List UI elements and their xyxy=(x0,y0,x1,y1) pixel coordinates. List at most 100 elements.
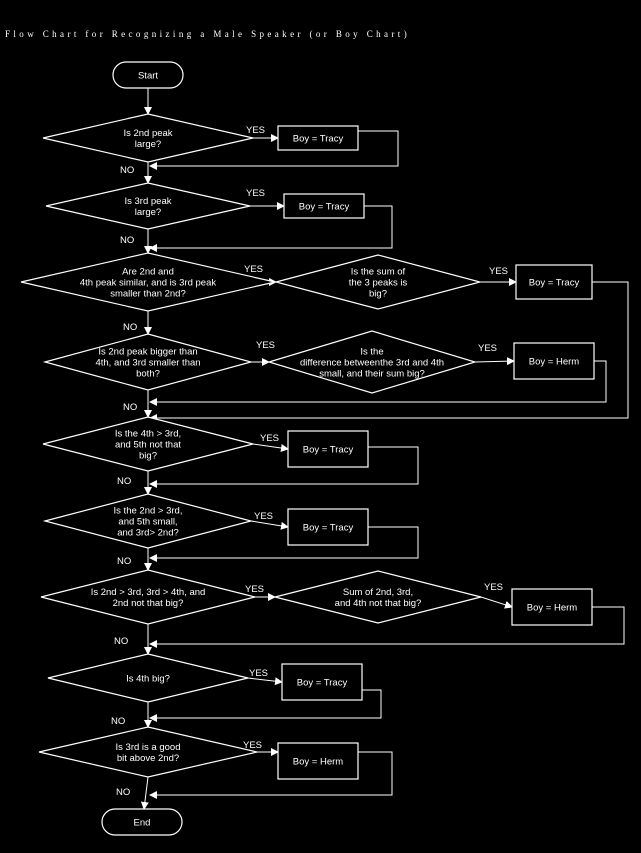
decision-text: Is 3rd peak xyxy=(125,196,172,207)
decision-text: Is the sum of xyxy=(351,267,406,278)
connector xyxy=(149,130,399,170)
yes-label: YES xyxy=(256,340,275,351)
decision-text: and 5th not that xyxy=(115,440,181,451)
result-r1: Boy = Tracy xyxy=(277,125,359,151)
connector-lines xyxy=(140,88,629,810)
decision-text: Is the 2nd > 3rd, xyxy=(114,506,183,517)
decision-text: 4th, and 3rd smaller than xyxy=(95,358,200,369)
no-label: NO xyxy=(116,787,130,798)
no-label: NO xyxy=(111,716,125,727)
connector xyxy=(252,443,289,452)
connector xyxy=(250,520,289,530)
decision-d8: Is 4th big? xyxy=(47,653,249,703)
result-text: Boy = Tracy xyxy=(303,445,354,456)
decision-text: and 3rd> 2nd? xyxy=(117,528,179,539)
no-label: NO xyxy=(120,235,134,246)
result-r4: Boy = Herm xyxy=(513,342,595,380)
decision-diamond xyxy=(38,726,258,778)
no-label: NO xyxy=(114,636,128,647)
decision-text: large? xyxy=(135,207,161,218)
decision-text: Is 2nd peak bigger than xyxy=(98,347,197,358)
result-box xyxy=(277,125,359,151)
terminal-text: End xyxy=(134,818,151,829)
decision-text: large? xyxy=(135,139,161,150)
decision-text: Is 2nd peak xyxy=(123,128,172,139)
yes-label: YES xyxy=(246,125,265,136)
result-box xyxy=(513,342,595,380)
decision-text: 2nd not that big? xyxy=(113,598,184,609)
result-r2: Boy = Tracy xyxy=(283,193,365,219)
result-r6: Boy = Tracy xyxy=(287,508,369,546)
connector xyxy=(149,205,393,252)
decision-text: both? xyxy=(136,369,160,380)
decision-text: and 5th small, xyxy=(118,517,177,528)
result-text: Boy = Herm xyxy=(527,603,578,614)
terminal-shape xyxy=(101,808,183,836)
decision-diamond xyxy=(42,113,254,163)
result-r7: Boy = Herm xyxy=(511,588,593,626)
result-text: Boy = Herm xyxy=(293,757,344,768)
chart-title: Flow Chart for Recognizing a Male Speake… xyxy=(5,29,411,39)
decision-text: Is the xyxy=(360,347,383,358)
decision-diamond xyxy=(273,254,483,310)
decision-text: smaller than 2nd? xyxy=(110,289,186,300)
result-box xyxy=(281,663,363,701)
result-r3: Boy = Tracy xyxy=(515,264,593,300)
connector xyxy=(140,776,149,810)
result-r8: Boy = Tracy xyxy=(281,663,363,701)
no-label: NO xyxy=(120,165,134,176)
connector xyxy=(149,360,607,406)
connector xyxy=(474,357,515,366)
decision-text: big? xyxy=(139,451,157,462)
yes-label: YES xyxy=(246,188,265,199)
decision-diamond xyxy=(274,570,482,624)
result-r5: Boy = Tracy xyxy=(287,430,369,468)
terminal-shape xyxy=(112,61,184,89)
result-text: Boy = Tracy xyxy=(529,278,580,289)
decision-text: Are 2nd and xyxy=(122,267,174,278)
terminal-end: End xyxy=(101,808,183,836)
decision-text: Is 4th big? xyxy=(126,674,170,685)
result-text: Boy = Tracy xyxy=(299,202,350,213)
decision-text: small, and their sum big? xyxy=(319,369,425,380)
yes-label: YES xyxy=(484,582,503,593)
yes-label: YES xyxy=(249,668,268,679)
yes-label: YES xyxy=(243,740,262,751)
result-text: Boy = Tracy xyxy=(293,134,344,145)
decision-d7b: Sum of 2nd, 3rd,and 4th not that big? xyxy=(274,570,482,624)
result-text: Boy = Tracy xyxy=(303,523,354,534)
yes-label: YES xyxy=(489,266,508,277)
result-box xyxy=(283,193,365,219)
result-box xyxy=(287,430,369,468)
edge-labels: YES NO YES NO YES YES NO YES YES NO YES NO YES NO YES Y… xyxy=(111,125,508,798)
decision-diamond xyxy=(42,416,254,472)
connector xyxy=(149,689,382,722)
connector xyxy=(149,751,393,799)
no-label: NO xyxy=(117,556,131,567)
connector xyxy=(149,526,419,562)
decision-text: Is the 4th > 3rd, xyxy=(115,429,181,440)
connector xyxy=(480,596,513,609)
yes-label: YES xyxy=(244,264,263,275)
decision-diamond xyxy=(266,330,478,394)
terminal-text: Start xyxy=(138,71,158,82)
result-r9: Boy = Herm xyxy=(277,742,359,780)
decision-d6: Is the 2nd > 3rd,and 5th small,and 3rd> … xyxy=(42,493,254,549)
decision-text: Sum of 2nd, 3rd, xyxy=(343,587,413,598)
no-label: NO xyxy=(123,322,137,333)
yes-label: YES xyxy=(245,584,264,595)
no-label: NO xyxy=(117,476,131,487)
result-text: Boy = Herm xyxy=(529,357,580,368)
decision-text: big? xyxy=(369,289,387,300)
yes-label: YES xyxy=(260,433,279,444)
decision-text: bit above 2nd? xyxy=(117,753,179,764)
